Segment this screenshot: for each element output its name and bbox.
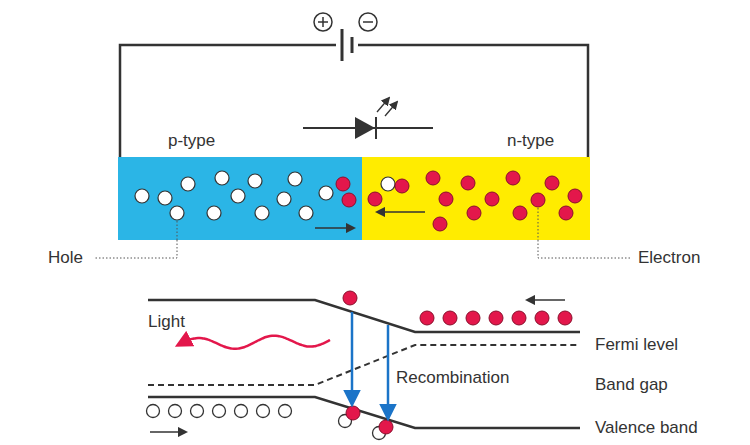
band-label: Valence band: [595, 418, 698, 438]
semiconductor-region: n-type: [362, 157, 590, 240]
band-label: Fermi level: [595, 335, 678, 355]
electron-leader: [538, 240, 632, 258]
process-label: Recombination: [396, 368, 509, 388]
led-symbol: [303, 98, 433, 139]
band-diagram: [147, 291, 581, 440]
region-label: p-type: [168, 131, 215, 151]
carrier-dots: [362, 157, 590, 240]
minus-terminal-sign: [359, 13, 377, 31]
conduction-band: [148, 300, 580, 332]
plus-terminal-sign: [314, 13, 332, 31]
region-label: n-type: [507, 131, 554, 151]
carrier-label: Hole: [48, 248, 83, 268]
light-wave: [178, 336, 330, 349]
fermi-level: [148, 345, 580, 385]
carrier-dots: [118, 157, 362, 240]
valence-band: [148, 397, 580, 428]
semiconductor-region: p-type: [118, 157, 362, 240]
carrier-label: Electron: [638, 248, 700, 268]
light-label: Light: [148, 312, 185, 332]
battery-symbol: [336, 28, 358, 62]
hole-leader: [94, 240, 177, 258]
band-label: Band gap: [595, 375, 668, 395]
